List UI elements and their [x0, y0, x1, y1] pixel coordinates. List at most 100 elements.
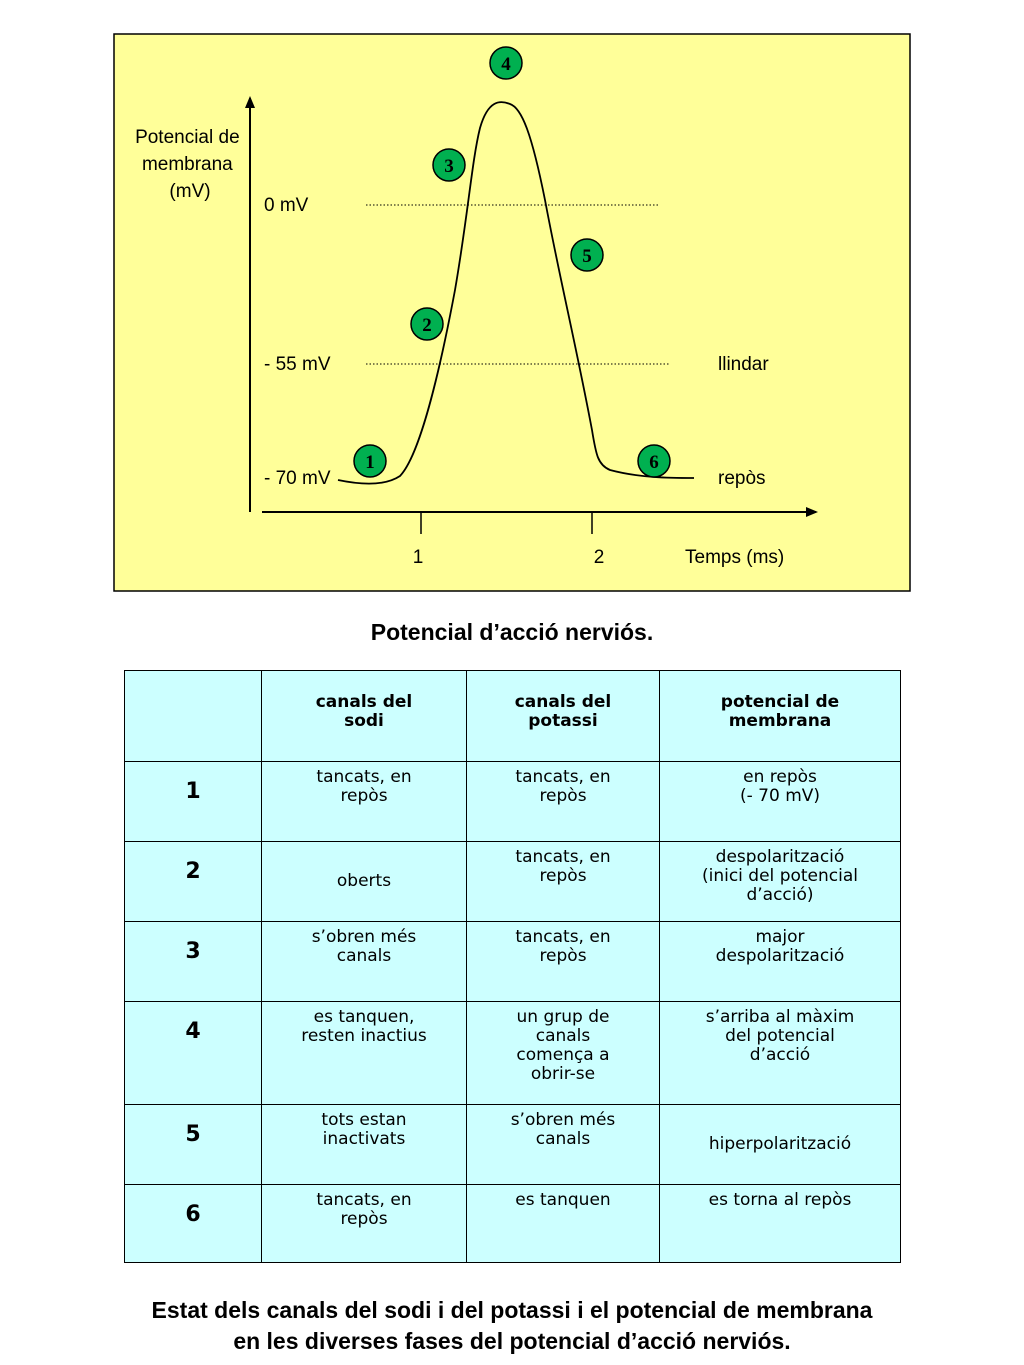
phase-marker-4: 4 — [489, 46, 523, 80]
sodium-cell: s’obren més canals — [261, 921, 467, 1002]
svg-text:1: 1 — [365, 452, 375, 473]
membrane-cell: hiperpolarització — [659, 1104, 901, 1185]
membrane-cell: major despolarització — [659, 921, 901, 1002]
cell-line: (- 70 mV) — [739, 786, 821, 806]
potassium-cell: un grup de canals comença a obrir-se — [466, 1001, 660, 1105]
cell-line: repòs — [539, 786, 587, 806]
cell-line: canals — [535, 1026, 591, 1046]
membrane-cell: en repòs (- 70 mV) — [659, 761, 901, 842]
svg-text:2: 2 — [422, 315, 432, 336]
header-line: potencial de — [720, 692, 840, 712]
table-caption-line: Estat dels canals del sodi i del potassi… — [151, 1297, 873, 1323]
phase-number-cell: 5 — [124, 1104, 262, 1185]
cell-line: s’obren més — [311, 927, 417, 947]
cell-line: comença a — [516, 1045, 610, 1065]
resting-label: repòs — [718, 468, 766, 489]
cell-line: hiperpolarització — [708, 1134, 852, 1154]
phase-number-cell: 4 — [124, 1001, 262, 1105]
phase-table: canals del sodi canals del potassi poten… — [124, 670, 901, 1263]
table-row: 4 es tanquen, resten inactius un grup de… — [124, 1001, 901, 1105]
cell-line: tancats, en — [316, 1190, 412, 1210]
cell-line: resten inactius — [301, 1026, 427, 1046]
phase-number-cell: 1 — [124, 761, 262, 842]
svg-text:5: 5 — [582, 246, 592, 267]
potassium-cell: s’obren més canals — [466, 1104, 660, 1185]
table-row: 6 tancats, en repòs es tanquen es torna … — [124, 1184, 901, 1263]
cell-line: canals — [336, 946, 392, 966]
cell-line: tancats, en — [515, 927, 611, 947]
level-label-0mv: 0 mV — [264, 195, 309, 216]
action-potential-curve — [337, 101, 695, 485]
cell-line: repòs — [539, 946, 587, 966]
cell-line: canals — [535, 1129, 591, 1149]
header-empty-cell — [124, 670, 262, 762]
phase-marker-2: 2 — [410, 307, 444, 341]
svg-text:4: 4 — [501, 54, 511, 75]
level-label-70mv: - 70 mV — [264, 468, 331, 489]
sodium-cell: oberts — [261, 841, 467, 922]
action-potential-diagram: Potencial de membrana (mV) 0 mV - 55 mV … — [113, 33, 911, 592]
x-axis-label: Temps (ms) — [685, 547, 784, 568]
level-label-55mv: - 55 mV — [264, 354, 331, 375]
cell-line: (inici del potencial — [701, 866, 858, 886]
phase-number-cell: 6 — [124, 1184, 262, 1263]
table-row: 1 tancats, en repòs tancats, en repòs en… — [124, 761, 901, 842]
potassium-cell: tancats, en repòs — [466, 841, 660, 922]
header-potassium-channels: canals del potassi — [466, 670, 660, 762]
table-row: 5 tots estan inactivats s’obren més cana… — [124, 1104, 901, 1185]
cell-line: es tanquen, — [313, 1007, 415, 1027]
cell-line: un grup de — [516, 1007, 610, 1027]
y-axis-label: Potencial de membrana (mV) — [135, 127, 245, 202]
sodium-cell: tots estan inactivats — [261, 1104, 467, 1185]
cell-line: es torna al repòs — [708, 1190, 852, 1210]
x-tick-label-1: 1 — [413, 547, 424, 568]
cell-line: repòs — [340, 1209, 388, 1229]
svg-text:3: 3 — [444, 156, 454, 177]
y-axis-label-line: Potencial de — [135, 127, 240, 148]
diagram-caption: Potencial d’acció nerviós. — [370, 619, 654, 645]
header-line: sodi — [344, 711, 384, 731]
cell-line: d’acció — [749, 1045, 811, 1065]
membrane-cell: s’arriba al màxim del potencial d’acció — [659, 1001, 901, 1105]
cell-line: s’obren més — [510, 1110, 616, 1130]
header-line: potassi — [528, 711, 598, 731]
potassium-cell: tancats, en repòs — [466, 761, 660, 842]
phase-marker-5: 5 — [570, 238, 604, 272]
cell-line: obrir-se — [530, 1064, 596, 1084]
cell-line: tots estan — [321, 1110, 407, 1130]
sodium-cell: es tanquen, resten inactius — [261, 1001, 467, 1105]
cell-line: s’arriba al màxim — [705, 1007, 855, 1027]
phase-number-cell: 2 — [124, 841, 262, 922]
cell-line: tancats, en — [515, 767, 611, 787]
table-row: 3 s’obren més canals tancats, en repòs m… — [124, 921, 901, 1002]
phase-marker-6: 6 — [637, 444, 671, 478]
header-sodium-channels: canals del sodi — [261, 670, 467, 762]
cell-line: repòs — [539, 866, 587, 886]
cell-line: es tanquen — [515, 1190, 611, 1210]
table-header-row: canals del sodi canals del potassi poten… — [124, 670, 901, 762]
header-membrane-potential: potencial de membrana — [659, 670, 901, 762]
cell-line: oberts — [336, 871, 392, 891]
y-axis-label-line: membrana — [142, 154, 233, 175]
potassium-cell: tancats, en repòs — [466, 921, 660, 1002]
svg-text:6: 6 — [649, 452, 659, 473]
phase-marker-3: 3 — [432, 148, 466, 182]
header-line: membrana — [728, 711, 832, 731]
header-line: canals del — [315, 692, 413, 712]
cell-line: del potencial — [725, 1026, 835, 1046]
table-caption-line: en les diverses fases del potencial d’ac… — [233, 1328, 791, 1354]
membrane-cell: despolarització (inici del potencial d’a… — [659, 841, 901, 922]
cell-line: despolarització — [715, 847, 845, 867]
cell-line: d’acció) — [746, 885, 814, 905]
diagram-background — [113, 33, 911, 592]
phase-marker-1: 1 — [353, 444, 387, 478]
cell-line: despolarització — [715, 946, 845, 966]
sodium-cell: tancats, en repòs — [261, 761, 467, 842]
cell-line: tancats, en — [515, 847, 611, 867]
cell-line: major — [755, 927, 805, 947]
sodium-cell: tancats, en repòs — [261, 1184, 467, 1263]
table-row: 2 oberts tancats, en repòs despolaritzac… — [124, 841, 901, 922]
table-caption: Estat dels canals del sodi i del potassi… — [0, 1295, 1024, 1357]
cell-line: en repòs — [743, 767, 817, 787]
membrane-cell: es torna al repòs — [659, 1184, 901, 1263]
